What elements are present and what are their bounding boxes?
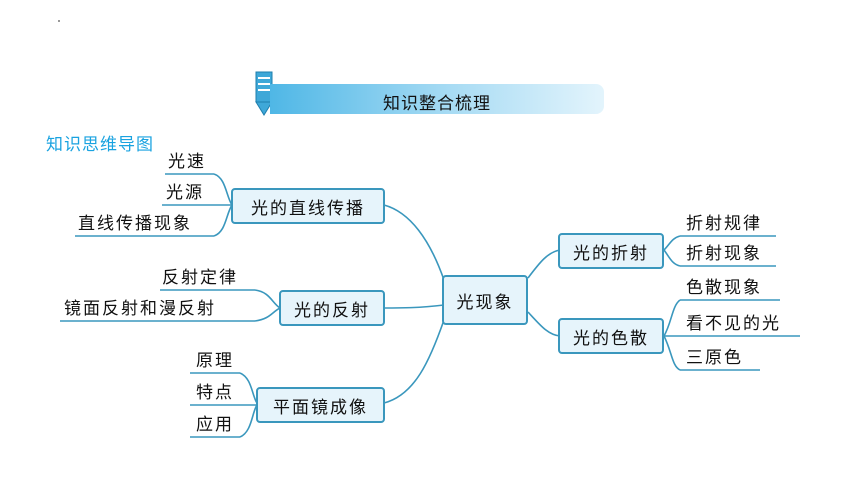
leaf-specular-diffuse: 镜面反射和漫反射 [64,299,216,319]
leaf-three-primary-colors: 三原色 [686,348,743,368]
leaf-speed-of-light: 光速 [168,152,206,172]
leaf-refraction-phenomena: 折射现象 [686,244,762,264]
leaf-invisible-light: 看不见的光 [686,314,781,334]
branch-node-plane-mirror: 平面镜成像 [256,387,385,423]
leaf-dispersion-phenomena: 色散现象 [686,278,762,298]
center-label: 光现象 [456,292,514,313]
header-banner: 知识整合梳理 [270,84,604,114]
branch-label: 光的色散 [573,328,649,349]
center-node: 光现象 [442,275,528,325]
branch-label: 平面镜成像 [273,397,368,418]
leaf-refraction-law: 折射规律 [686,214,762,234]
branch-node-dispersion: 光的色散 [558,318,664,354]
speck-dot [58,20,60,22]
leaf-characteristics: 特点 [196,383,234,403]
branch-label: 光的反射 [294,300,370,321]
leaf-reflection-law: 反射定律 [162,268,238,288]
section-label: 知识思维导图 [46,135,154,155]
branch-node-reflection: 光的反射 [279,290,385,326]
branch-node-linear-propagation: 光的直线传播 [231,188,385,224]
leaf-light-source: 光源 [166,183,204,203]
branch-label: 光的折射 [573,243,649,264]
leaf-principle: 原理 [196,351,234,371]
banner-title: 知识整合梳理 [383,94,491,114]
branch-node-refraction: 光的折射 [558,233,664,269]
branch-label: 光的直线传播 [251,198,365,219]
leaf-linear-phenomena: 直线传播现象 [78,214,192,234]
leaf-application: 应用 [196,415,234,435]
pencil-icon [255,71,273,116]
